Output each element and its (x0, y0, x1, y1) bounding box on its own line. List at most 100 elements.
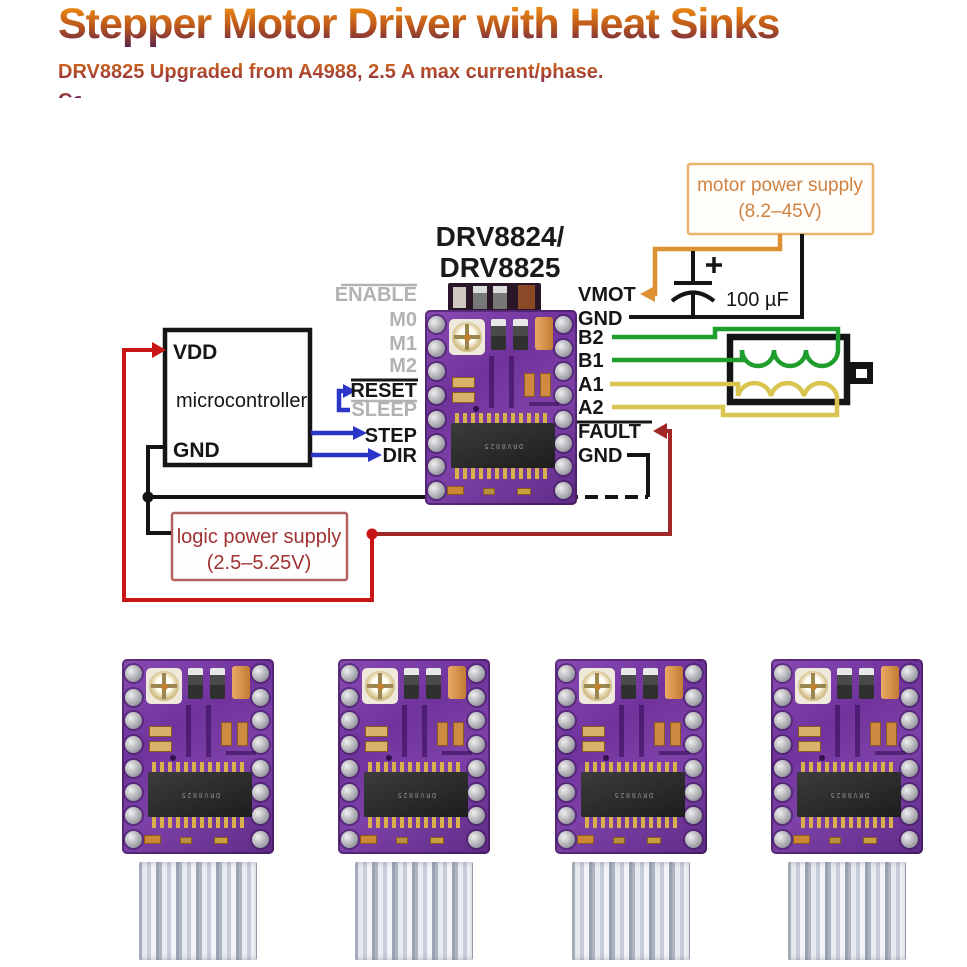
pin-b1: B1 (578, 350, 604, 372)
smd-component (430, 837, 445, 844)
drv8825-board: DRV8825 (122, 659, 274, 854)
pin-hole (900, 736, 918, 754)
via-dot (473, 406, 479, 412)
b2-wire (612, 326, 841, 350)
capacitor (210, 668, 225, 699)
pin-hole (773, 712, 791, 730)
drv8825-board: DRV8825 (554, 659, 707, 854)
heatsink (571, 862, 690, 960)
electrolytic-capacitor (448, 666, 467, 699)
heatsink (139, 862, 257, 960)
chip-pins-bottom (800, 817, 897, 828)
pcb-trace (618, 705, 624, 757)
pot-dial (149, 671, 179, 701)
pin-hole (900, 688, 918, 706)
driver-chip: DRV8825 (796, 772, 901, 817)
smd-resistor (149, 741, 172, 752)
pin-hole (557, 807, 575, 825)
pin-hole (468, 665, 486, 682)
capacitor (404, 668, 420, 699)
mc-gnd-pin: GND (173, 439, 220, 462)
pin-hole (252, 665, 269, 682)
step-arrowhead (353, 426, 367, 440)
pin-hole (773, 736, 791, 754)
drv8825-board: DRV8825 (338, 659, 491, 854)
smd-resistor (581, 741, 605, 752)
capacitor (858, 668, 874, 699)
smd-resistor (581, 726, 605, 737)
electrolytic-capacitor (664, 666, 683, 699)
pcb-trace (509, 356, 514, 408)
capacitor (491, 319, 506, 350)
electrolytic-capacitor (232, 666, 250, 699)
pin-hole (428, 481, 445, 499)
pin-header-right (468, 665, 487, 848)
product-board-3: DRV8825 (554, 659, 707, 960)
coil-b (739, 349, 841, 369)
pin-hole (468, 736, 486, 754)
pin-hole (341, 759, 359, 777)
pcb-trace (854, 705, 860, 757)
pin-hole (773, 688, 791, 706)
gnd-junction-dot (142, 491, 154, 503)
pin-hole (684, 807, 702, 825)
via-dot (170, 755, 176, 761)
pin-hole (341, 830, 359, 848)
pin-sleep: SLEEP (351, 399, 417, 421)
pin-header-left (428, 316, 447, 499)
via-dot (818, 755, 825, 761)
current-limit-potentiometer (362, 668, 399, 704)
flex-connector (518, 285, 535, 309)
pcb-trace (529, 402, 559, 406)
pin-hole (252, 759, 269, 777)
chip-pins-top (368, 762, 465, 773)
pcb-trace (226, 751, 256, 755)
fault-arrowhead (653, 423, 667, 439)
pin-hole (555, 434, 572, 452)
board-edge-components (448, 283, 541, 310)
pin-hole (900, 807, 918, 825)
pin-hole (341, 736, 359, 754)
chip-pins-top (455, 413, 551, 424)
heatsink (787, 862, 906, 960)
plus-sign (706, 257, 722, 273)
center-driver-board: DRV8825 (425, 283, 577, 505)
driver-chip: DRV8825 (451, 423, 555, 468)
pin-hole (557, 736, 575, 754)
vdd-arrowhead (152, 342, 166, 358)
pin-m0: M0 (389, 309, 417, 331)
chip-pins-bottom (455, 468, 551, 479)
pin-hole (252, 807, 269, 825)
smd-component (862, 837, 877, 844)
pin-hole (684, 783, 702, 801)
pin-hole (468, 807, 486, 825)
page-title: Stepper Motor Driver with Heat Sinks (58, 0, 780, 48)
device-label-line2: DRV8825 (440, 252, 561, 283)
pcb-trace (422, 705, 428, 757)
smd-component (792, 835, 810, 844)
smd-capacitor (885, 722, 897, 746)
smd-capacitor (669, 722, 681, 746)
logic-power-supply-voltage: (2.5–5.25V) (207, 552, 312, 574)
pin-hole (468, 688, 486, 706)
smd-capacitor (869, 722, 881, 746)
smd-capacitor (437, 722, 449, 746)
smd-resistor (365, 726, 389, 737)
current-limit-potentiometer (449, 319, 485, 355)
pin-hole (557, 830, 575, 848)
pin-gnd-bottom: GND (578, 445, 622, 467)
coil-a (735, 380, 840, 397)
pin-vmot: VMOT (578, 284, 636, 306)
smd-component (493, 286, 507, 309)
pin-hole (555, 410, 572, 428)
pin-hole (125, 665, 142, 682)
pin-hole (428, 434, 445, 452)
pin-header-left (341, 665, 360, 848)
pin-hole (900, 665, 918, 682)
current-limit-potentiometer (578, 668, 615, 704)
pin-hole (684, 830, 702, 848)
pin-m2: M2 (389, 355, 417, 377)
pin-hole (468, 759, 486, 777)
pin-hole (557, 759, 575, 777)
